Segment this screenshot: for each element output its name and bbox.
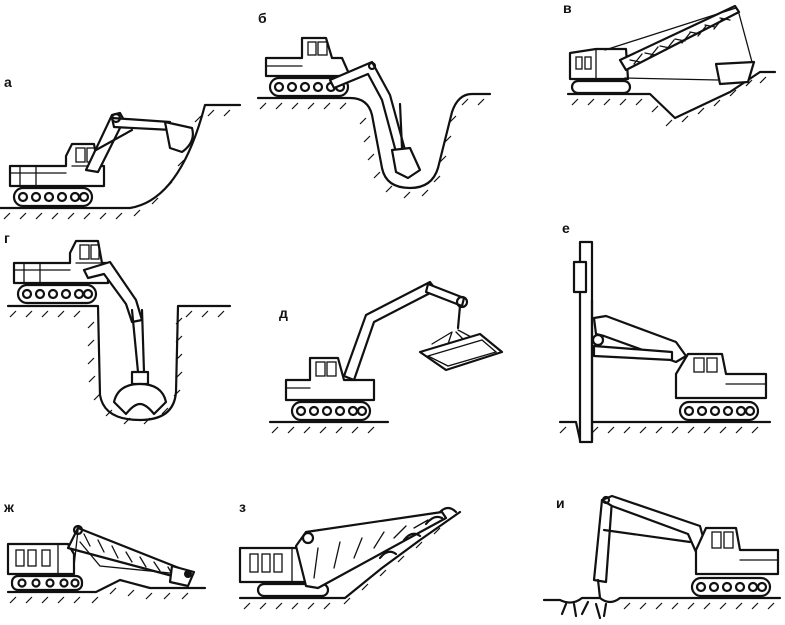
dragline-bucket (714, 60, 756, 86)
excavator (264, 36, 352, 98)
ground-line (0, 103, 242, 210)
panel-label-i: и (556, 495, 565, 511)
excavator (674, 352, 768, 422)
panel-label-a: а (4, 74, 12, 90)
boom (600, 494, 708, 554)
dragline-base (568, 47, 632, 95)
stick (424, 282, 466, 308)
stick (110, 116, 174, 132)
panel-label-e: е (562, 220, 570, 236)
lattice-boom (618, 4, 741, 72)
machine-base (6, 542, 84, 592)
ground-line (558, 420, 772, 442)
ground-line (542, 596, 782, 604)
panel-label-g: г (4, 230, 10, 246)
bucket (390, 146, 422, 180)
panel-a: а (0, 74, 242, 220)
ground-line (238, 510, 462, 600)
stick (592, 498, 614, 584)
hammer-tool (596, 578, 602, 600)
boom (342, 280, 438, 382)
panel-v: в (563, 0, 777, 127)
panel-e: е (558, 220, 772, 444)
panel-label-z: з (239, 499, 246, 515)
panel-zh: ж (3, 499, 207, 604)
panel-i: и (542, 494, 782, 620)
ladder-frame (294, 510, 448, 590)
pit-outline (6, 304, 232, 422)
excavator (8, 142, 106, 208)
bucket (163, 120, 194, 154)
trench-outline (256, 92, 492, 190)
panel-label-d: д (279, 305, 288, 321)
boom (82, 260, 144, 324)
panel-d: д (268, 280, 504, 434)
panel-z: з (238, 499, 462, 610)
plate-attachment (418, 332, 504, 372)
ground-line (6, 578, 207, 594)
panel-g: г (4, 230, 232, 425)
panel-label-zh: ж (3, 499, 15, 515)
clamshell-bucket (112, 382, 168, 416)
panel-label-b: б (258, 10, 267, 26)
excavator (284, 356, 376, 422)
panel-b: б (256, 10, 492, 199)
panel-label-v: в (563, 0, 572, 16)
excavator (690, 526, 780, 598)
pit-outline (566, 70, 777, 120)
